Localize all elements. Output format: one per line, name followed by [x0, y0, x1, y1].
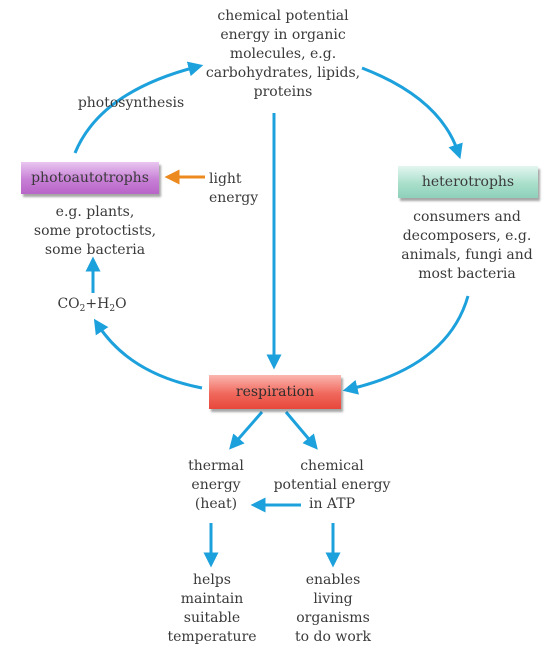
heterotrophs-label: heterotrophs — [421, 174, 515, 190]
photoautotrophs-box: photoautotrophs — [21, 162, 159, 194]
helps-temperature-node: helps maintain suitable temperature — [162, 571, 262, 647]
arrow-to-heterotrophs — [361, 66, 463, 160]
thermal-line: energy — [191, 477, 241, 493]
light-line: energy — [209, 190, 259, 206]
enables-line: living — [313, 591, 353, 607]
organic-line: carbohydrates, lipids, — [205, 65, 361, 81]
example-line: consumers and — [413, 209, 521, 225]
example-line: some protoctists, — [33, 223, 157, 239]
arrow-respiration-to-co2 — [93, 318, 203, 390]
enables-line: enables — [305, 572, 361, 588]
helps-line: maintain — [180, 591, 244, 607]
organic-line: molecules, e.g. — [229, 46, 337, 62]
respiration-box: respiration — [209, 375, 341, 409]
helps-line: helps — [193, 572, 231, 588]
atp-line: in ATP — [308, 496, 356, 512]
example-line: most bacteria — [418, 266, 516, 282]
example-line: e.g. plants, — [55, 204, 135, 220]
example-line: some bacteria — [44, 242, 146, 258]
atp-line: chemical — [300, 458, 364, 474]
arrow-heterotrophs-to-respiration — [342, 295, 470, 395]
organic-line: chemical potential — [217, 8, 349, 24]
light-energy-label: light energy — [209, 170, 267, 208]
helps-line: temperature — [167, 629, 257, 645]
thermal-energy-node: thermal energy (heat) — [177, 457, 255, 514]
thermal-line: thermal — [188, 458, 244, 474]
organic-molecules-node: chemical potential energy in organic mol… — [199, 7, 367, 102]
heterotrophs-examples: consumers and decomposers, e.g. animals,… — [392, 208, 542, 284]
photosynthesis-label: photosynthesis — [77, 95, 185, 111]
example-line: decomposers, e.g. — [402, 228, 532, 244]
light-line: light — [209, 171, 242, 187]
photoautotrophs-examples: e.g. plants, some protoctists, some bact… — [20, 203, 170, 260]
photoautotrophs-label: photoautotrophs — [31, 170, 149, 186]
arrow-respiration-to-atp — [284, 411, 318, 450]
heterotrophs-box: heterotrophs — [398, 166, 538, 198]
helps-line: suitable — [183, 610, 241, 626]
enables-line: organisms — [296, 610, 370, 626]
enables-line: to do work — [295, 629, 371, 645]
organic-line: proteins — [253, 84, 313, 100]
respiration-label: respiration — [235, 384, 315, 400]
example-line: animals, fungi and — [401, 247, 533, 263]
arrow-respiration-to-heat — [229, 411, 264, 450]
co2-h2o-label: CO2+H2O — [57, 296, 127, 314]
organic-line: energy in organic — [220, 27, 346, 43]
atp-line: potential energy — [273, 477, 391, 493]
enables-work-node: enables living organisms to do work — [283, 571, 383, 647]
atp-energy-node: chemical potential energy in ATP — [268, 457, 396, 514]
arrow-photosynthesis — [73, 61, 204, 154]
thermal-line: (heat) — [194, 496, 238, 512]
